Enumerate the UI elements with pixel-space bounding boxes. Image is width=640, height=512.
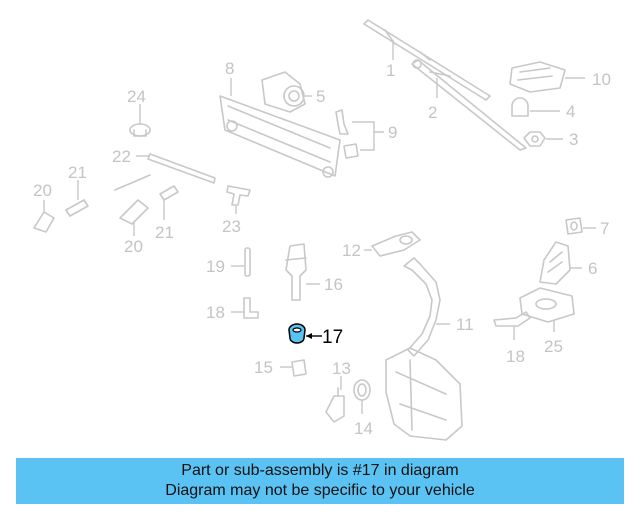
banner-line-1: Part or sub-assembly is #17 in diagram: [181, 462, 459, 479]
label-12: 12: [342, 241, 361, 260]
part-11-washer-reservoir: [385, 257, 463, 441]
label-18a: 18: [206, 303, 225, 322]
part-23-t-connector: [226, 185, 251, 214]
label-20b: 20: [124, 237, 143, 256]
part-14-seal-ring: [353, 379, 371, 414]
part-9-bolt-grommet: [335, 109, 384, 159]
part-6-bracket: [539, 241, 582, 285]
part-3-nut: [523, 131, 563, 147]
label-9: 9: [388, 123, 397, 142]
part-4-cap: [511, 97, 560, 117]
label-17: 17: [322, 327, 343, 348]
label-16: 16: [324, 275, 343, 294]
part-15-plug: [280, 359, 307, 377]
label-14: 14: [354, 419, 373, 438]
part-18a-elbow: [231, 297, 259, 319]
label-2: 2: [428, 103, 437, 122]
part-12-reservoir-cap: [364, 231, 421, 257]
label-6: 6: [588, 259, 597, 278]
label-8: 8: [225, 59, 234, 78]
part-16-washer-pump: [285, 243, 320, 301]
part-20b-nozzle: [119, 199, 149, 236]
part-17-pump-grommet: [288, 323, 322, 344]
label-1: 1: [386, 61, 395, 80]
label-25: 25: [544, 337, 563, 356]
label-11: 11: [456, 315, 474, 334]
part-21b-connector: [159, 185, 179, 220]
parts-diagram: 1 2 10 4 3 8 5: [33, 19, 611, 441]
label-20a: 20: [33, 181, 52, 200]
label-10: 10: [592, 70, 611, 89]
part-2-wiper-arm: [411, 59, 527, 151]
label-24: 24: [127, 87, 146, 106]
part-18b-connector: [493, 311, 531, 340]
part-13-level-sensor: [325, 376, 345, 423]
part-22-washer-line: [114, 153, 216, 191]
part-19-hose: [231, 247, 251, 277]
part-21a-connector: [65, 180, 89, 217]
label-23: 23: [222, 217, 241, 236]
info-banner: Part or sub-assembly is #17 in diagram D…: [16, 458, 624, 504]
label-13: 13: [332, 359, 351, 378]
label-21b: 21: [155, 223, 174, 242]
part-5-wiper-motor: [261, 71, 312, 113]
part-20a-nozzle: [33, 200, 55, 233]
banner-line-2: Diagram may not be specific to your vehi…: [165, 482, 475, 499]
label-5: 5: [316, 87, 325, 106]
part-1-wiper-blade: [363, 19, 491, 101]
part-25-reservoir-mount: [519, 287, 575, 332]
part-7-bushing: [565, 217, 596, 235]
label-7: 7: [600, 219, 609, 238]
label-3: 3: [569, 130, 578, 149]
part-10-arm-cover: [509, 61, 585, 93]
label-4: 4: [566, 102, 575, 121]
label-19: 19: [206, 257, 225, 276]
label-15: 15: [254, 358, 273, 377]
part-24-grommet: [129, 104, 151, 137]
part-8-linkage-frame: [219, 78, 341, 178]
label-22: 22: [112, 147, 131, 166]
label-21a: 21: [68, 163, 87, 182]
label-18b: 18: [506, 347, 525, 366]
